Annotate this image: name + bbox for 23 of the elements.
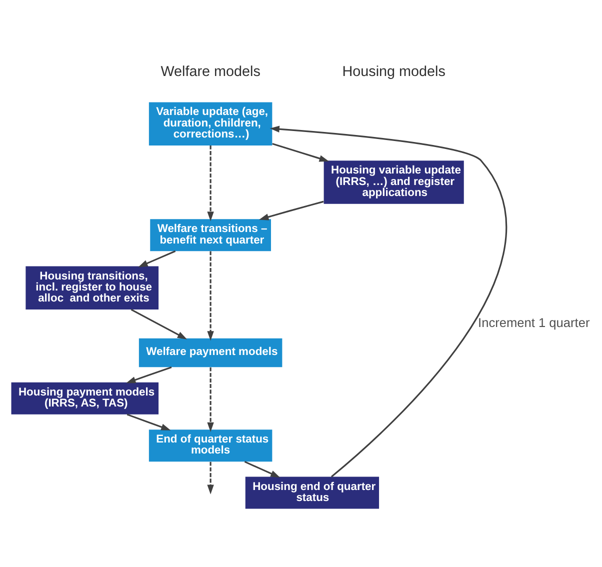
node-box: Housing variable update (IRRS, …) and register applications — [324, 160, 464, 204]
arrow — [270, 126, 507, 478]
node-box: End of quarter status models — [148, 430, 272, 462]
arrow — [130, 308, 188, 340]
arrow — [244, 460, 280, 478]
node-box: Housing transitions, incl. register to house alloc and other exits — [26, 266, 159, 310]
label: Housing models — [342, 64, 446, 80]
node-box: Housing end of quarter status — [245, 476, 380, 509]
arrow — [259, 200, 324, 220]
label: Welfare models — [160, 64, 260, 80]
arrow — [207, 367, 214, 432]
arrow — [207, 146, 214, 222]
edge-label: Increment 1 quarter — [478, 314, 590, 330]
arrow — [126, 414, 171, 430]
arrow — [138, 250, 176, 268]
node-box: Welfare transitions – benefit next quarter — [150, 219, 271, 252]
node-box: Variable update (age, duration, children, corrections…) — [148, 102, 272, 146]
arrow — [207, 462, 214, 494]
arrow — [126, 366, 172, 384]
node-box: Welfare payment models — [138, 338, 282, 368]
node-box: Housing payment models (IRRS, AS, TAS) — [11, 382, 159, 414]
arrow — [207, 251, 214, 341]
arrow — [272, 143, 329, 162]
